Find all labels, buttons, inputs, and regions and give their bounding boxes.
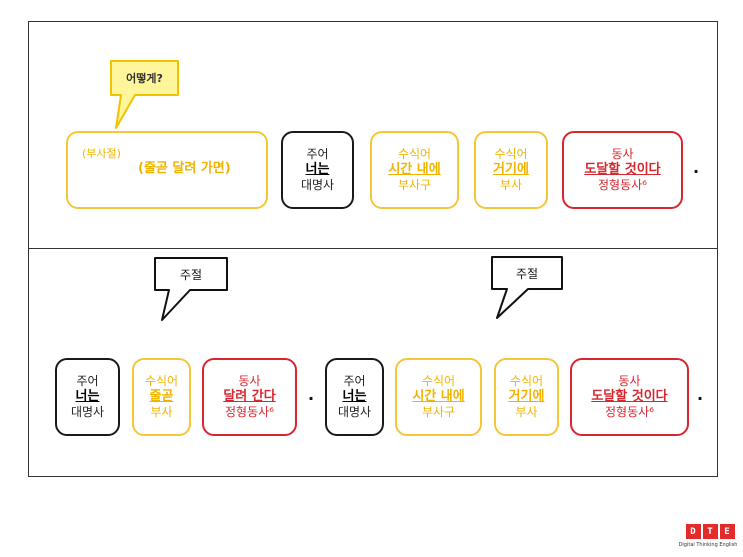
- box-word: 거기에: [508, 388, 545, 404]
- bottom-modifier-box-3: 수식어 거기에 부사: [494, 358, 559, 436]
- box-role: 동사: [611, 146, 634, 161]
- panel-divider: [28, 248, 718, 249]
- box-role: 주어: [306, 146, 329, 161]
- logo-letters: D T E: [682, 524, 738, 540]
- box-category: 대명사: [337, 405, 372, 420]
- callout-how: 어떻게?: [126, 72, 163, 85]
- box-role: 수식어: [421, 373, 456, 388]
- callout-bottom-left-shape: [154, 257, 228, 321]
- box-category: 정형동사⁶: [605, 405, 654, 420]
- box-category: 부사: [499, 178, 523, 193]
- bottom-modifier-box-1: 수식어 줄곧 부사: [132, 358, 191, 436]
- logo-letter-t: T: [702, 524, 718, 539]
- adverbial-clause-phrase: (줄곧 달려 가면): [138, 161, 231, 176]
- box-role: 수식어: [397, 146, 432, 161]
- logo-subtitle: Digital Thinking English: [678, 542, 738, 548]
- box-role: 주어: [76, 373, 99, 388]
- adverbial-clause-box: (부사절) (줄곧 달려 가면): [66, 131, 268, 209]
- diagram-frame: [28, 21, 718, 477]
- adverbial-clause-tag: (부사절): [82, 147, 121, 160]
- box-word: 거기에: [493, 161, 529, 177]
- bottom-verb-box-1: 동사 달려 간다 정형동사⁶: [202, 358, 297, 436]
- box-category: 부사: [515, 405, 538, 420]
- logo-letter-e: E: [719, 524, 735, 539]
- dte-logo: D T E Digital Thinking English: [679, 524, 738, 554]
- bottom-subject-box-1: 주어 너는 대명사: [55, 358, 120, 436]
- box-category: 대명사: [300, 178, 335, 193]
- box-role: 수식어: [509, 373, 544, 388]
- bottom-period-2: .: [697, 385, 704, 404]
- bottom-period-1: .: [308, 385, 315, 404]
- callout-top-shape: [110, 60, 179, 129]
- box-role: 동사: [238, 373, 261, 388]
- box-word: 줄곧: [149, 388, 174, 404]
- top-verb-box: 동사 도달할 것이다 정형동사⁶: [562, 131, 683, 209]
- box-role: 주어: [343, 373, 366, 388]
- box-category: 정형동사⁶: [225, 405, 274, 420]
- box-role: 수식어: [144, 373, 179, 388]
- box-category: 부사구: [421, 405, 456, 420]
- bottom-subject-box-2: 주어 너는 대명사: [325, 358, 384, 436]
- callout-main-clause-1: 주절: [179, 267, 203, 282]
- callout-bottom-right-shape: [491, 256, 563, 319]
- box-word: 도달할 것이다: [591, 388, 668, 404]
- box-category: 부사: [150, 405, 173, 420]
- box-role: 동사: [618, 373, 641, 388]
- box-word: 도달할 것이다: [584, 161, 661, 177]
- box-role: 수식어: [494, 146, 528, 161]
- box-category: 정형동사⁶: [598, 178, 647, 193]
- box-word: 시간 내에: [388, 161, 441, 177]
- logo-letter-d: D: [685, 524, 701, 539]
- bottom-modifier-box-2: 수식어 시간 내에 부사구: [395, 358, 482, 436]
- box-word: 너는: [75, 388, 100, 404]
- box-word: 시간 내에: [412, 388, 465, 404]
- top-subject-box: 주어 너는 대명사: [281, 131, 354, 209]
- box-category: 부사구: [397, 178, 432, 193]
- callout-main-clause-2: 주절: [515, 266, 539, 281]
- top-modifier-box-2: 수식어 거기에 부사: [474, 131, 548, 209]
- box-word: 너는: [342, 388, 367, 404]
- box-word: 너는: [305, 161, 330, 177]
- top-modifier-box-1: 수식어 시간 내에 부사구: [370, 131, 459, 209]
- box-category: 대명사: [70, 405, 105, 420]
- box-word: 달려 간다: [223, 388, 276, 404]
- bottom-verb-box-2: 동사 도달할 것이다 정형동사⁶: [570, 358, 689, 436]
- top-period: .: [693, 158, 700, 177]
